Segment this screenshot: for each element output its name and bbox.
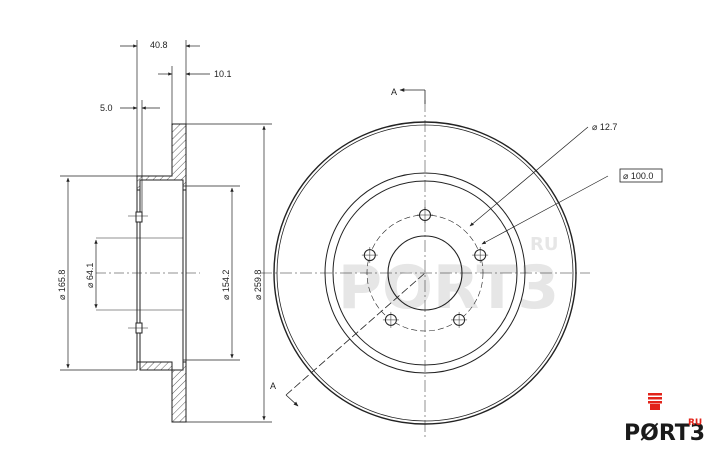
dim-flange: 10.1 [214, 69, 232, 79]
logo-wordmark: PØRT3 [624, 421, 705, 446]
dim-outer-diameter: ⌀ 259.8 [253, 270, 263, 300]
dim-hat-diameter: ⌀ 165.8 [57, 270, 67, 300]
section-label-top: A [391, 87, 397, 97]
watermark: PORT3 RU [338, 234, 559, 323]
dim-pcd: ⌀ 100.0 [623, 171, 653, 181]
watermark-text: PORT3 [338, 253, 559, 323]
section-label-bottom: A [270, 381, 276, 391]
piston-icon [648, 393, 662, 410]
front-view [260, 100, 590, 440]
dim-bolt-hole: ⌀ 12.7 [592, 122, 617, 132]
dim-thickness: 5.0 [100, 103, 113, 113]
section-profile-lower [137, 361, 187, 423]
side-section-view [96, 123, 200, 423]
logo-suffix: RU [688, 418, 702, 428]
section-profile-upper [136, 123, 187, 191]
bolt-hole-group [361, 207, 489, 328]
side-view-dimensions [60, 40, 272, 423]
dim-overall-width: 40.8 [150, 40, 168, 50]
front-view-leaders [469, 126, 663, 245]
dim-inner-diameter: ⌀ 154.2 [221, 270, 231, 300]
watermark-suffix: RU [530, 234, 558, 255]
section-line [285, 88, 426, 407]
brand-logo: PØRT3 RU [624, 393, 705, 446]
dim-center-bore: ⌀ 64.1 [85, 263, 95, 288]
side-view-dimension-labels: 40.8 10.1 5.0 ⌀ 165.8 ⌀ 64.1 ⌀ 154.2 ⌀ 2… [57, 40, 263, 300]
